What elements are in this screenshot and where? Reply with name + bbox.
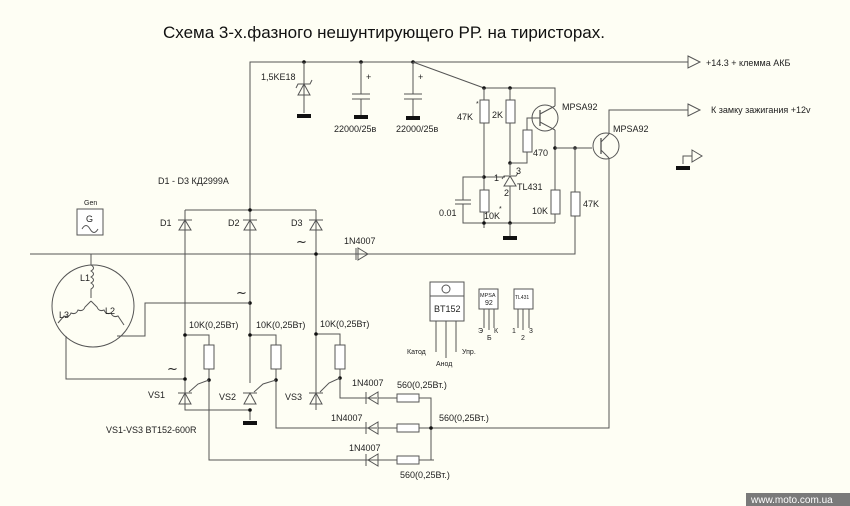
regulator-circuit — [324, 61, 702, 429]
ground-reference — [676, 149, 703, 170]
output-resistor-1-label: 560(0,25Вт.) — [397, 380, 447, 390]
transistor-q2-label: MPSA92 — [613, 124, 649, 134]
mpsa92-pin-base: Б — [487, 335, 492, 342]
capacitor-2: + — [404, 62, 423, 120]
generator-symbol: G — [86, 214, 93, 224]
mpsa92-pin-collector: К — [494, 328, 499, 335]
watermark: www.moto.com.ua — [750, 495, 833, 506]
capacitor-1: + — [352, 62, 371, 119]
transistor-q1-label: MPSA92 — [562, 102, 598, 112]
bt152-pin-cathode: Катод — [407, 349, 426, 356]
ground-icon — [503, 236, 517, 240]
output-diode-3-label: 1N4007 — [349, 443, 381, 453]
ignition-terminal-arrow-icon — [687, 103, 702, 117]
battery-terminal-arrow-icon — [687, 55, 702, 69]
winding-l1-label: L1 — [80, 273, 90, 283]
diode-d3-label: D3 — [291, 218, 303, 228]
output-resistor-3-label: 560(0,25Вт.) — [400, 470, 450, 480]
resistor-470-label: 470 — [533, 148, 548, 158]
thyristor-vs1-label: VS1 — [148, 390, 165, 400]
tl431-pin3-label: 3 — [516, 166, 521, 176]
tl431-label: TL431 — [517, 182, 543, 192]
output-resistor-2-label: 560(0,25Вт.) — [439, 413, 489, 423]
output-diode-2-label: 1N4007 — [331, 413, 363, 423]
ac-tilde-3: ~ — [167, 362, 178, 377]
thyristor-stage — [178, 332, 434, 467]
thyristor-vs2-label: VS2 — [219, 392, 236, 402]
schematic-title: Схема 3-х.фазного нешунтирующего РР. на … — [163, 23, 605, 42]
capacitor-1-label: 22000/25в — [334, 124, 377, 134]
ground-icon — [406, 116, 420, 120]
ground-icon — [243, 421, 257, 425]
bt152-pin-gate: Упр. — [462, 349, 476, 356]
resistor-47k-star-label: 47K — [457, 112, 473, 122]
winding-l2-label: L2 — [105, 306, 115, 316]
capacitor-2-label: 22000/25в — [396, 124, 439, 134]
tl431-pinout-pin2: 2 — [521, 335, 525, 342]
diodes-note: D1 - D3 КД2999А — [158, 176, 229, 186]
resistor-2k-label: 2K — [492, 110, 503, 120]
thyristor-vs3-label: VS3 — [285, 392, 302, 402]
pinout-mpsa92 — [478, 288, 499, 330]
tl431-pinout-name: TL431 — [515, 295, 529, 301]
ground-icon — [354, 115, 368, 119]
resistor-10k-label: 10K — [532, 206, 548, 216]
ground-icon — [297, 114, 311, 118]
tuning-star: * — [476, 101, 479, 108]
thyristor-note: VS1-VS3 BT152-600R — [106, 425, 197, 435]
ac-tilde-1: ~ — [296, 235, 307, 250]
resistor-10k-star-label: 10K — [484, 211, 500, 221]
bt152-name: BT152 — [434, 304, 461, 314]
tl431-pin1-label: 1 — [494, 173, 499, 183]
capacitor-001-label: 0.01 — [439, 208, 457, 218]
gate-resistor-1-label: 10K(0,25Вт) — [189, 320, 238, 330]
tuning-star: * — [499, 206, 502, 213]
tl431-pinout-pin3: 3 — [529, 328, 533, 335]
mpsa92-name-1: MPSA — [480, 293, 496, 299]
output-diode-1-label: 1N4007 — [352, 378, 384, 388]
generator-label: Gen — [84, 200, 97, 207]
gate-resistor-2-label: 10K(0,25Вт) — [256, 320, 305, 330]
tl431-pinout-pin1: 1 — [512, 328, 516, 335]
tl431-pin2-label: 2 — [504, 188, 509, 198]
bt152-pin-anode: Анод — [436, 361, 452, 368]
watermark-background — [746, 493, 850, 506]
tvs-label: 1,5KE18 — [261, 72, 296, 82]
mpsa92-pin-emitter: Э — [478, 328, 483, 335]
pinout-bt152 — [429, 281, 465, 358]
stator-windings — [51, 254, 250, 381]
sense-diode-label: 1N4007 — [344, 236, 376, 246]
ac-tilde-2: ~ — [236, 286, 247, 301]
generator-icon — [76, 208, 104, 236]
gate-resistor-3-label: 10K(0,25Вт) — [320, 319, 369, 329]
diode-d2-label: D2 — [228, 218, 240, 228]
diode-bridge — [30, 208, 324, 411]
tvs-diode — [295, 62, 313, 118]
svg-text:+: + — [366, 72, 371, 82]
svg-text:+: + — [418, 72, 423, 82]
ground-icon — [676, 166, 690, 170]
resistor-47k-label: 47K — [583, 199, 599, 209]
sense-diode — [355, 247, 369, 261]
winding-l3-label: L3 — [59, 310, 69, 320]
battery-output-label: +14.3 + клемма АКБ — [706, 58, 790, 68]
pinout-tl431 — [513, 288, 534, 330]
diode-d1-label: D1 — [160, 218, 172, 228]
ignition-output-label: К замку зажигания +12v — [711, 105, 811, 115]
mpsa92-name-2: 92 — [485, 300, 493, 307]
